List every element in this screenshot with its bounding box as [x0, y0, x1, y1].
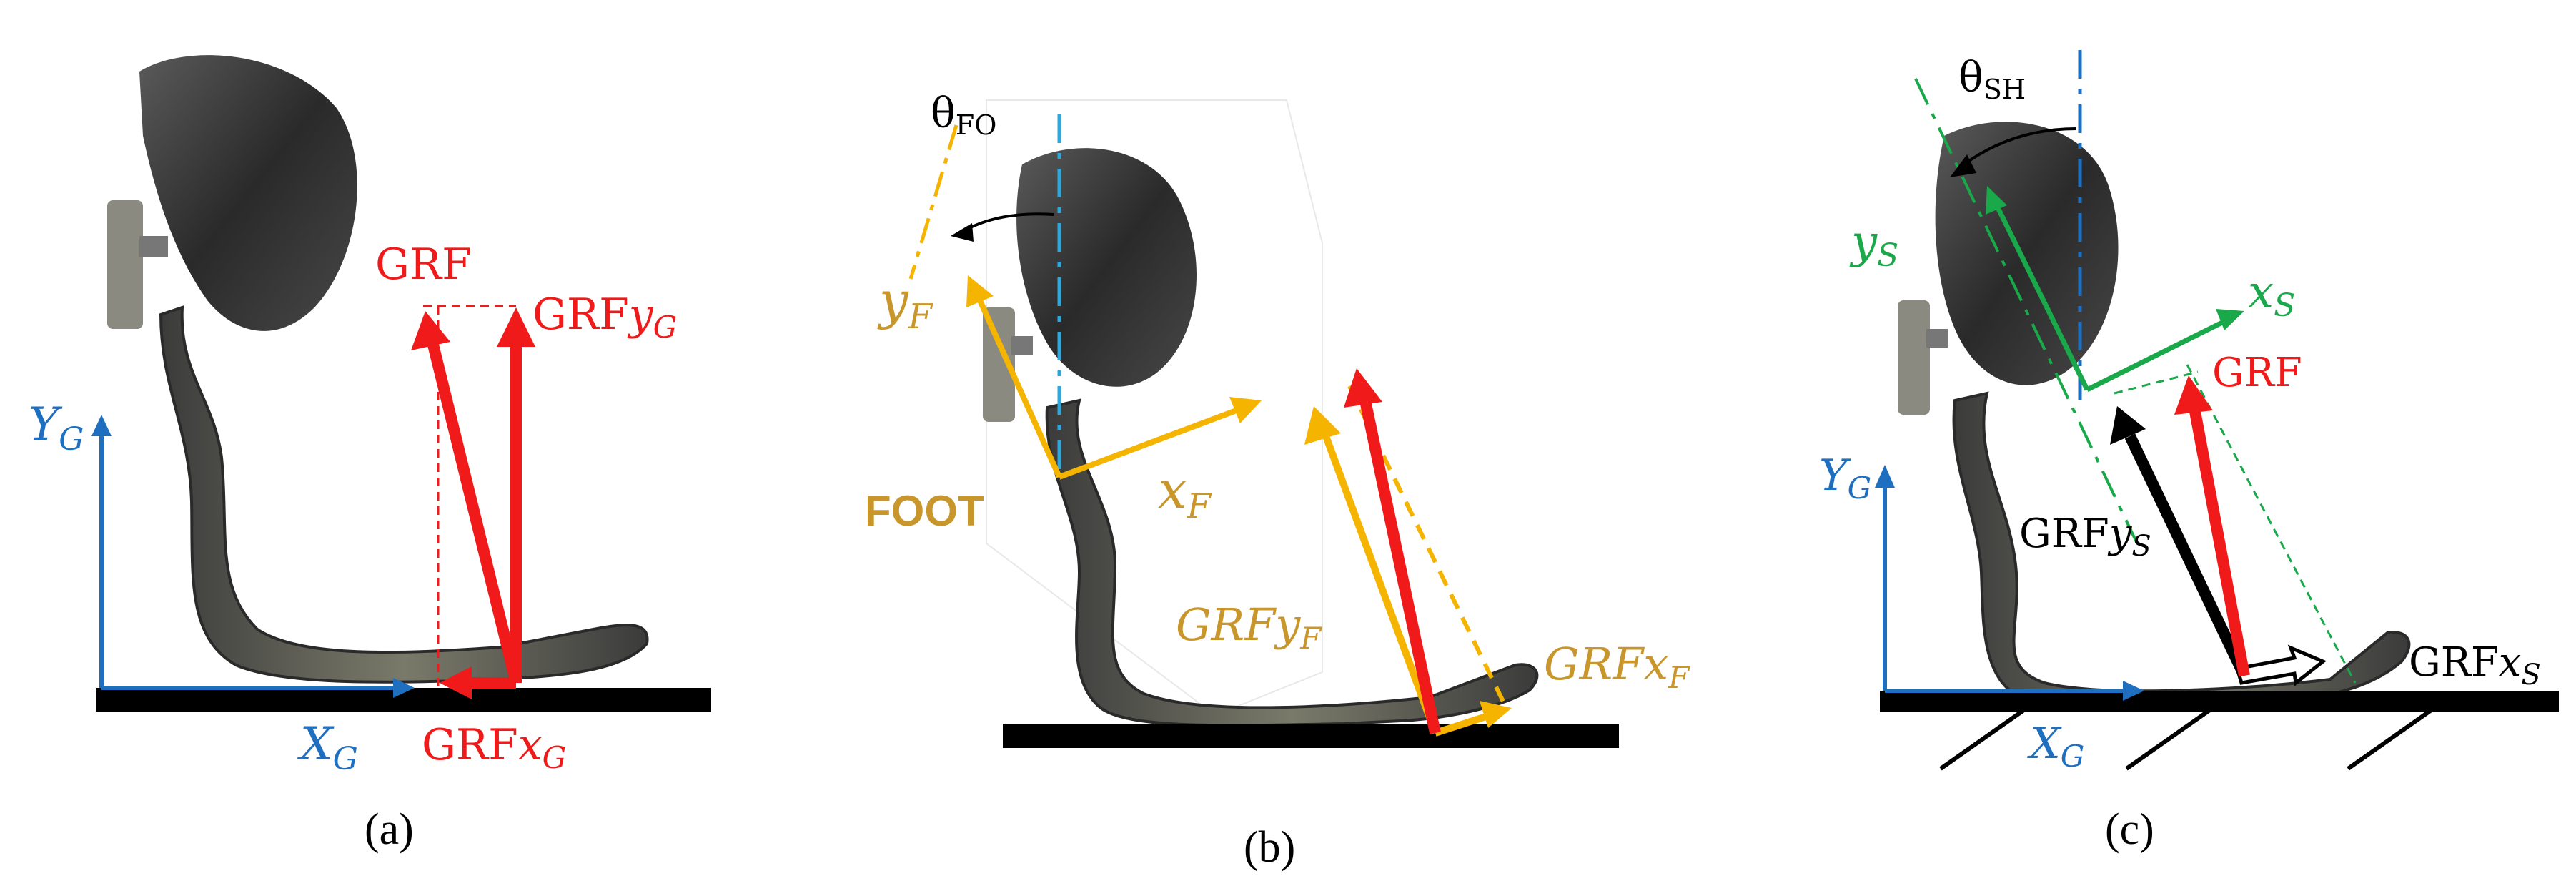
label-theta-sh: θSH: [1958, 53, 2026, 105]
grfy-f-arrow: [1322, 435, 1439, 734]
shank-x-arrowhead-c: [2216, 309, 2244, 330]
label-grfy-f: GRFyF: [1176, 599, 1322, 656]
axis-y-arrowhead-a: [91, 415, 112, 436]
foot-x-axis-b: [1058, 406, 1242, 480]
ground-hatch-2: [2125, 699, 2224, 771]
label-foot-frame: FOOT: [865, 487, 984, 535]
shank-x-axis-c: [2086, 317, 2228, 393]
caption-c: (c): [2105, 805, 2154, 854]
grf-arrowhead-c: [2174, 375, 2213, 415]
grf-arrow-c: [2189, 406, 2250, 677]
theta-fo-arc: [964, 212, 1055, 232]
grf-arrow-a: [427, 340, 522, 684]
ground-bar-b: [1003, 724, 1619, 748]
label-grf-a: GRF: [375, 240, 472, 290]
foot-axis-extension-b: [908, 124, 958, 280]
ground-hatch-3: [2347, 699, 2446, 771]
label-grfy-s: GRFyS: [2019, 511, 2151, 563]
dashed-helper-c-1: [2186, 364, 2357, 684]
label-foot-x: xF: [1158, 460, 1212, 526]
label-shank-y: yS: [1849, 216, 1898, 274]
label-axis-y-a: YG: [29, 398, 84, 458]
label-grfx-f: GRFxF: [1544, 638, 1690, 695]
grfx-f-arrow: [1434, 712, 1492, 737]
label-axis-y-c: YG: [1819, 451, 1871, 506]
ground-hatch-1: [1939, 699, 2038, 771]
panel-a: GRF GRFyG GRFxG YG XG (a): [29, 55, 711, 854]
axis-x-arrowhead-c: [2123, 681, 2144, 701]
theta-sh-arrowhead: [1950, 154, 1976, 177]
label-axis-x-c: XG: [2027, 719, 2084, 774]
grfy-s-arrowhead: [2110, 406, 2146, 445]
theta-sh-arc: [1961, 127, 2077, 167]
grf-arrow-b: [1359, 399, 1441, 734]
foot-y-arrowhead-b: [966, 275, 994, 307]
panel-b: θFO yF xF FOOT GRFyF GRFxF (b): [865, 89, 1690, 872]
foot-x-arrowhead-b: [1229, 397, 1262, 423]
grfy-s-arrow: [2124, 433, 2250, 679]
shank-y-axis-c: [1995, 206, 2090, 391]
shank-y-arrowhead-c: [1986, 186, 2007, 215]
label-grfy-a: GRFyG: [532, 290, 677, 345]
grf-arrowhead-b: [1344, 368, 1382, 408]
caption-a: (a): [365, 805, 414, 854]
label-grf-c: GRF: [2212, 350, 2302, 396]
grfx-arrowhead-a: [440, 666, 472, 699]
prosthesis-b: [983, 148, 1539, 727]
shank-axis-line-c: [1914, 78, 2139, 544]
dashed-helper-c-2: [2114, 370, 2199, 395]
theta-fo-arrowhead: [951, 223, 974, 242]
label-grfx-s: GRFxS: [2409, 639, 2541, 691]
label-axis-x-a: XG: [297, 718, 358, 777]
label-shank-x: xS: [2248, 266, 2295, 324]
caption-b: (b): [1244, 823, 1295, 872]
label-foot-y: yF: [877, 270, 933, 337]
foot-y-axis-b: [976, 297, 1062, 478]
grfx-s-arrow: [2234, 644, 2327, 686]
prosthesis-a: [107, 55, 649, 684]
grfy-arrowhead-a: [497, 307, 535, 347]
label-theta-fo: θFO: [931, 89, 996, 141]
label-grfx-a: GRFxG: [422, 720, 566, 775]
prosthesis-c: [1898, 122, 2411, 709]
panel-c: θSH yS xS GRF GRFyS GRFxS YG XG (c): [1819, 50, 2559, 854]
grfx-f-arrowhead: [1480, 701, 1512, 728]
axis-x-arrowhead-a: [393, 678, 415, 698]
axis-y-arrowhead-c: [1875, 465, 1895, 488]
grfy-f-arrowhead: [1304, 406, 1341, 445]
grf-arrowhead-a: [411, 311, 450, 350]
tilted-frame-b: [986, 99, 1323, 717]
